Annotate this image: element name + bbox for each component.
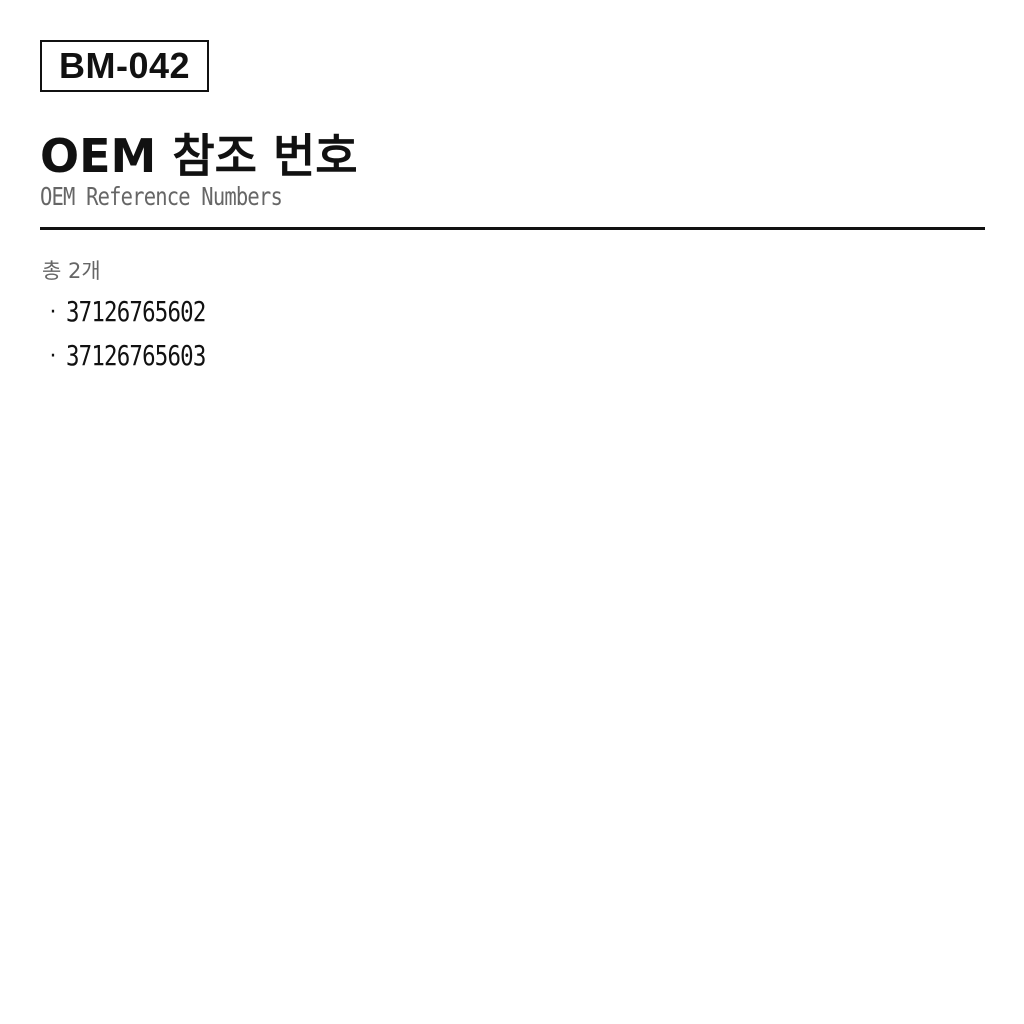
page-subtitle: OEM Reference Numbers xyxy=(40,182,283,211)
oem-number-list: · 37126765602 · 37126765603 xyxy=(40,290,984,378)
oem-number: 37126765602 xyxy=(66,295,206,328)
oem-number: 37126765603 xyxy=(66,339,206,372)
header-divider xyxy=(40,227,985,230)
item-count: 총 2개 xyxy=(42,259,101,283)
list-item: · 37126765602 xyxy=(40,290,984,334)
list-item: · 37126765603 xyxy=(40,334,984,378)
bullet-icon: · xyxy=(49,299,57,325)
page-title: OEM 참조 번호 xyxy=(40,129,358,183)
part-code-badge: BM-042 xyxy=(40,40,210,92)
bullet-icon: · xyxy=(49,343,57,369)
